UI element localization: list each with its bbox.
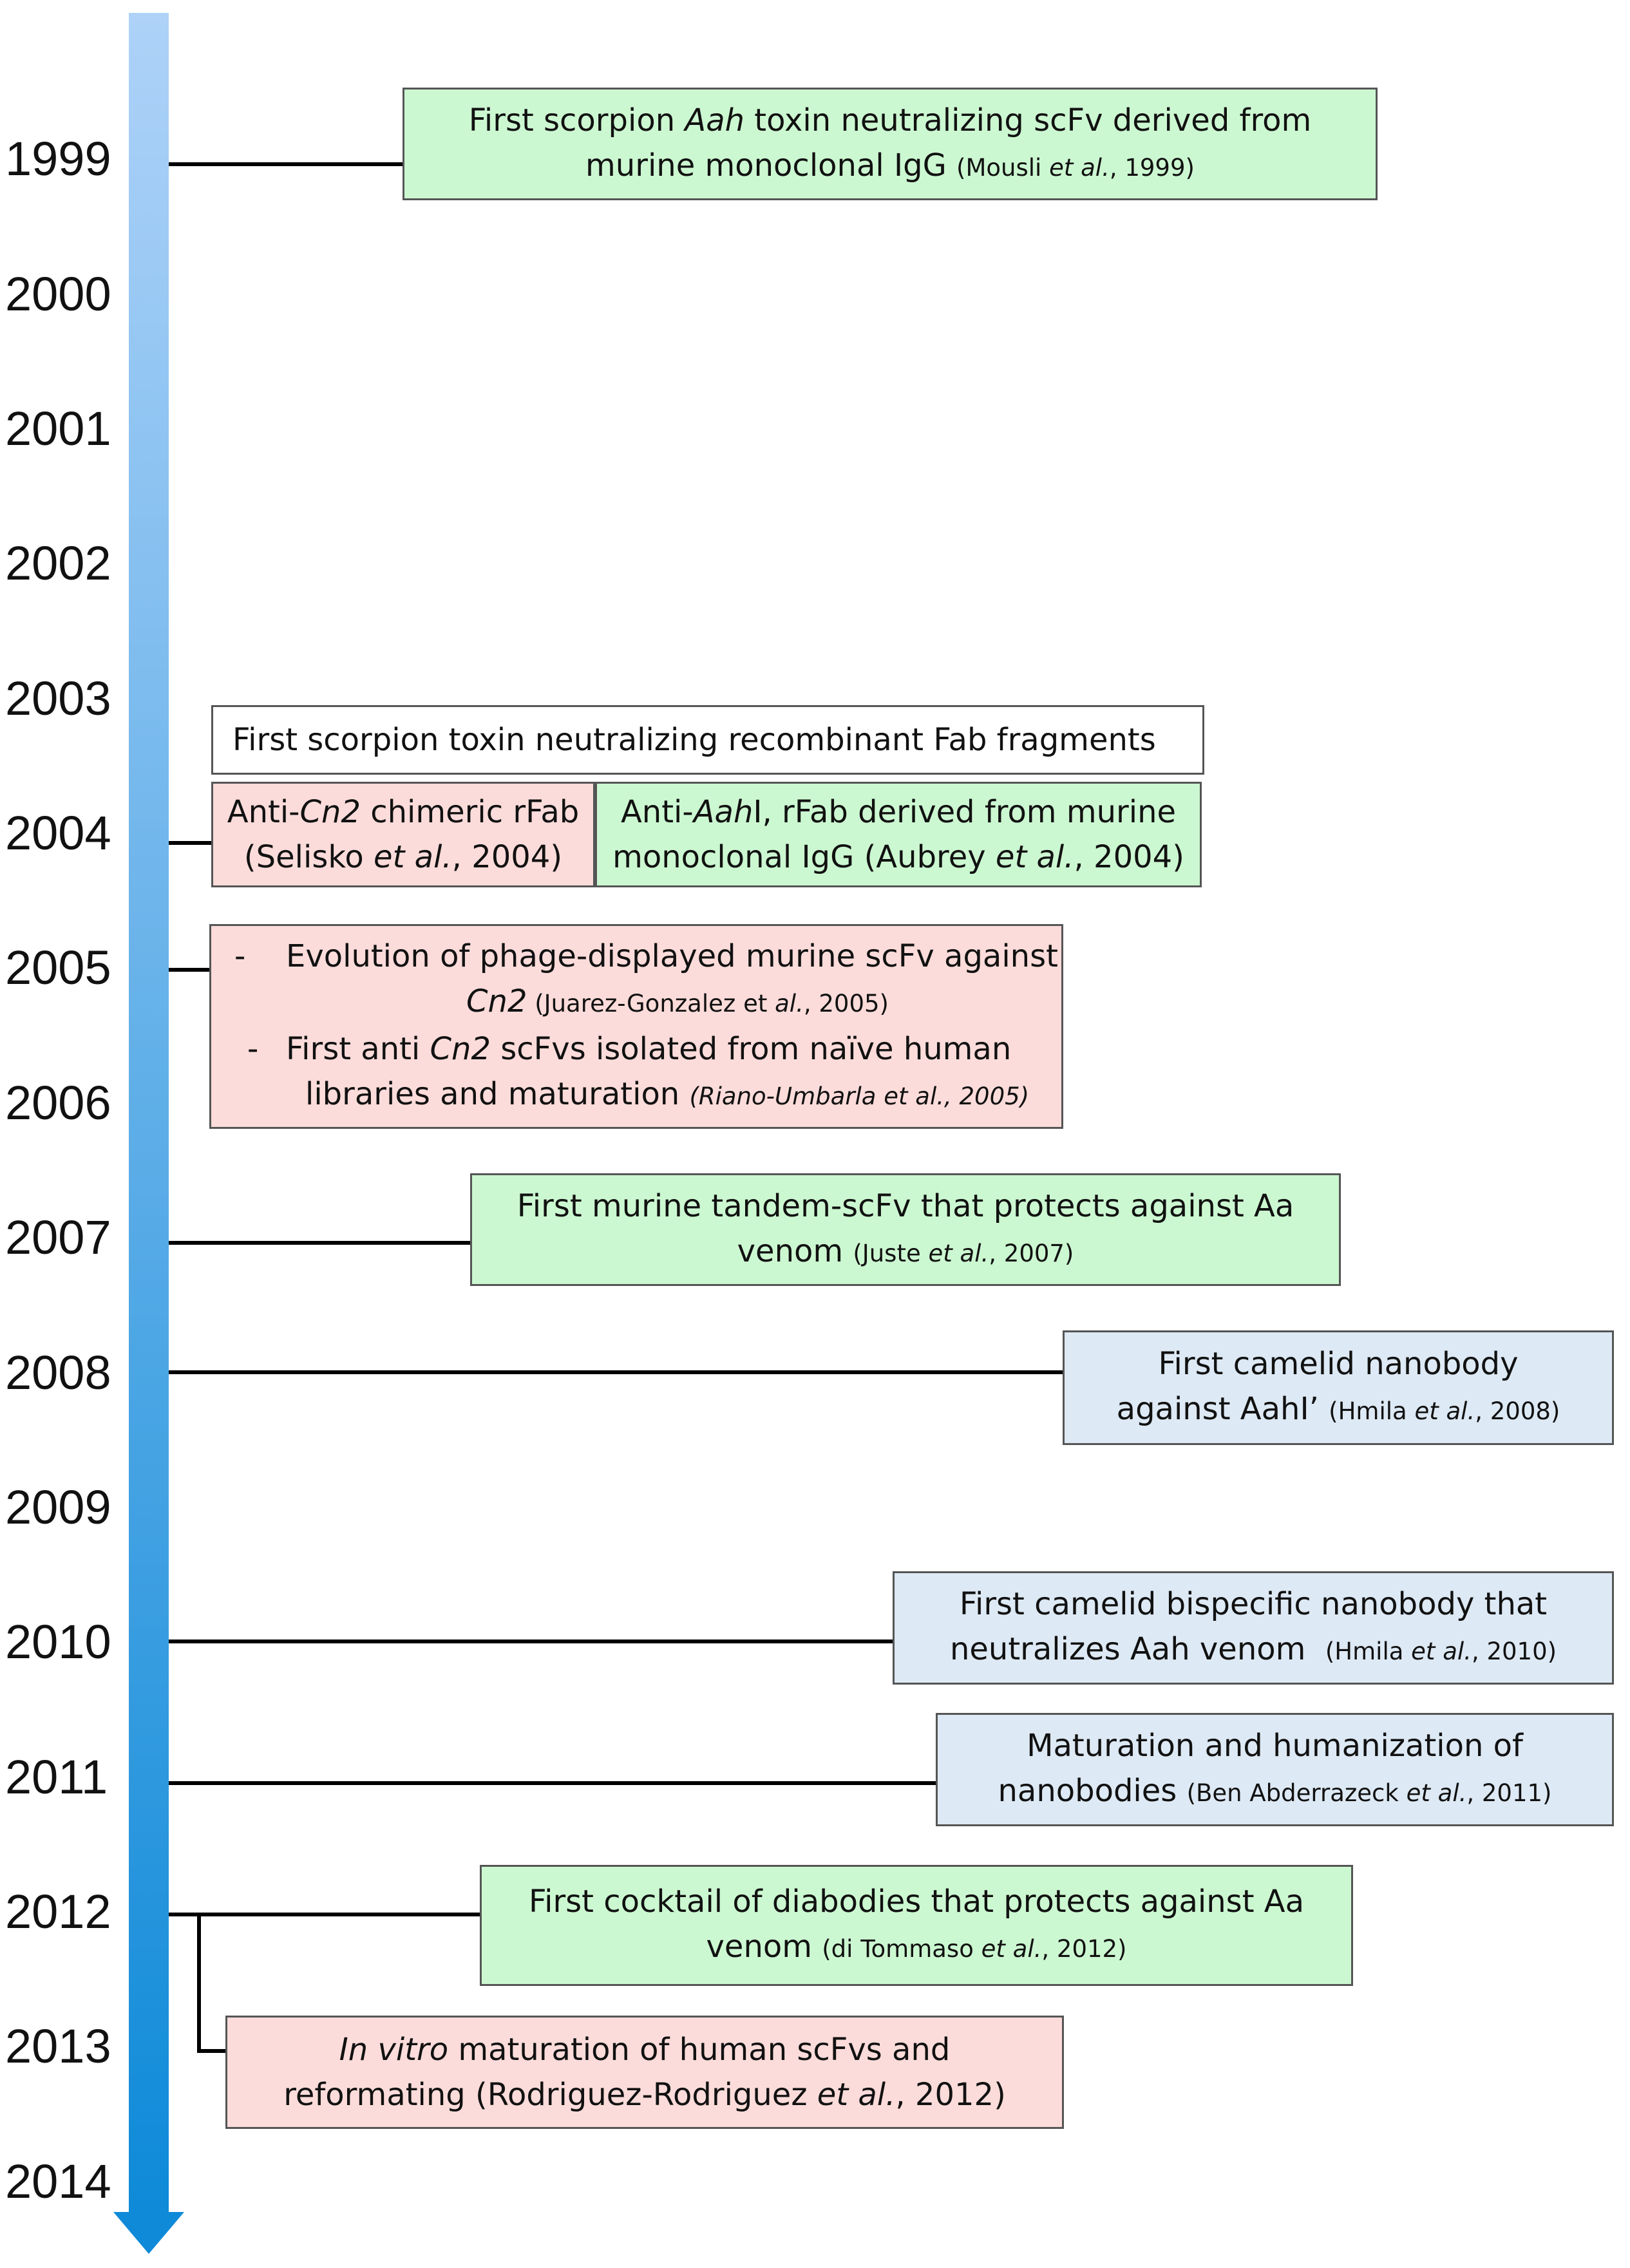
timeline-arrow-shaft — [129, 13, 169, 2215]
event-2005-phage-scfv-box: -Evolution of phage-displayed murine scF… — [209, 924, 1063, 1129]
year-label-2011: 2011 — [5, 1750, 108, 1804]
year-label-2009: 2009 — [5, 1480, 111, 1534]
connector-2012 — [169, 1913, 482, 1916]
year-label-2000: 2000 — [5, 267, 111, 321]
year-label-2006: 2006 — [5, 1076, 111, 1129]
year-label-1999: 1999 — [5, 132, 111, 185]
event-2005-item-2: -First anti Cn2 scFvs isolated from naïv… — [247, 1031, 1012, 1067]
event-2004-cn2-rfab-box: Anti-Cn2 chimeric rFab (Selisko et al., … — [211, 782, 595, 887]
connector-2010 — [169, 1640, 894, 1643]
year-label-2004: 2004 — [5, 806, 111, 860]
event-2004-aahi-rfab-box: Anti-AahI, rFab derived from murine mono… — [595, 782, 1202, 887]
year-label-2001: 2001 — [5, 402, 111, 455]
connector-2007 — [169, 1241, 471, 1245]
event-2008-camelid-nanobody-box: First camelid nanobody against AahI’ (Hm… — [1063, 1330, 1614, 1445]
event-2004-fab-header: First scorpion toxin neutralizing recomb… — [211, 705, 1204, 775]
year-label-2013: 2013 — [5, 2019, 111, 2073]
timeline-arrow-head — [113, 2212, 184, 2254]
year-label-2008: 2008 — [5, 1346, 111, 1399]
year-label-2003: 2003 — [5, 672, 111, 725]
event-2012-diabodies-box: First cocktail of diabodies that protect… — [480, 1865, 1353, 1986]
connector-2012-branch-vertical — [197, 1913, 201, 2053]
year-label-2010: 2010 — [5, 1615, 111, 1668]
event-1999-scfv-box: First scorpion Aah toxin neutralizing sc… — [403, 88, 1378, 200]
event-2010-bispecific-nanobody-box: First camelid bispecific nanobody that n… — [893, 1571, 1614, 1685]
connector-2005 — [169, 968, 211, 972]
year-label-2014: 2014 — [5, 2155, 111, 2208]
connector-2013 — [197, 2049, 228, 2053]
year-label-2005: 2005 — [5, 941, 111, 994]
connector-2011 — [169, 1781, 938, 1785]
connector-2008 — [169, 1370, 1064, 1374]
event-2013-maturation-human-scfv-box: In vitro maturation of human scFvs and r… — [225, 2016, 1064, 2129]
event-2005-item-1: -Evolution of phage-displayed murine scF… — [234, 938, 1058, 974]
connector-1999 — [169, 162, 404, 166]
year-label-2012: 2012 — [5, 1885, 111, 1938]
event-2007-tandem-scfv-box: First murine tandem-scFv that protects a… — [470, 1173, 1341, 1286]
year-label-2007: 2007 — [5, 1211, 111, 1264]
connector-2004 — [169, 841, 214, 845]
year-label-2002: 2002 — [5, 536, 111, 590]
event-2011-humanization-box: Maturation and humanization of nanobodie… — [936, 1713, 1614, 1826]
